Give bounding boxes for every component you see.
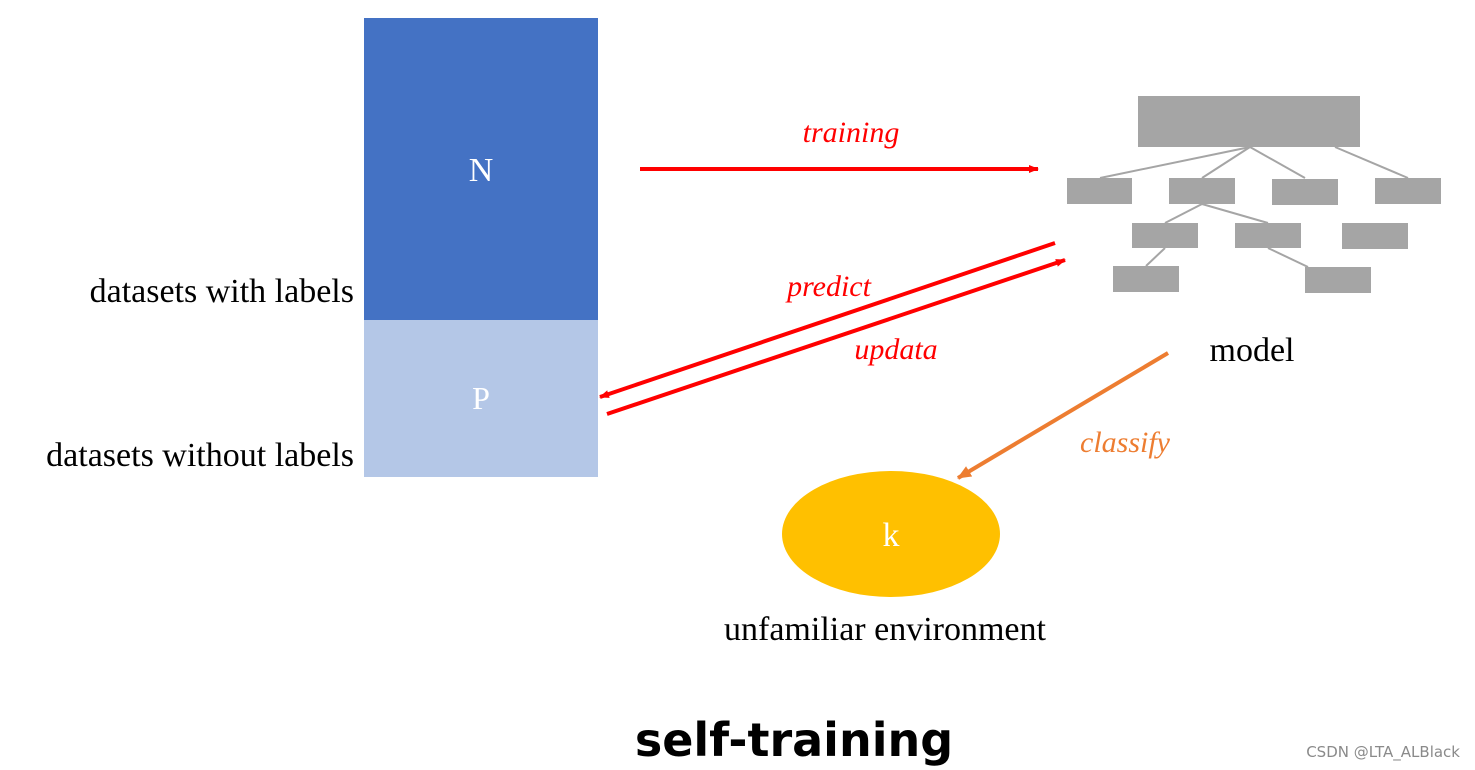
model-node <box>1235 223 1301 248</box>
model-node <box>1305 267 1371 293</box>
classify-arrow <box>956 351 1170 480</box>
diagram-title: self-training <box>635 713 953 767</box>
unlabeled-dataset-block <box>364 320 598 477</box>
model-node <box>1169 178 1235 204</box>
watermark: CSDN @LTA_ALBlack <box>1306 743 1460 762</box>
model-root-node <box>1138 96 1360 147</box>
predict-label: predict <box>785 270 872 303</box>
model-tree-nodes <box>1067 96 1441 293</box>
model-node <box>1113 266 1179 292</box>
model-node <box>1342 223 1408 249</box>
model-node <box>1067 178 1132 204</box>
labeled-dataset-caption: datasets with labels <box>90 273 354 310</box>
model-node <box>1272 179 1338 205</box>
updata-label: updata <box>854 333 937 366</box>
updata-arrow <box>606 258 1066 416</box>
unlabeled-dataset-caption: datasets without labels <box>46 437 354 474</box>
environment-block-label: k <box>883 517 900 554</box>
model-node <box>1375 178 1441 204</box>
classify-label: classify <box>1080 426 1171 459</box>
unlabeled-block-label: P <box>472 380 490 416</box>
model-tree-icon <box>1067 96 1441 293</box>
labeled-block-label: N <box>469 152 494 189</box>
predict-arrow <box>599 241 1056 399</box>
model-caption: model <box>1210 332 1295 369</box>
environment-ellipse <box>782 471 1000 597</box>
training-label: training <box>803 116 900 149</box>
environment-caption: unfamiliar environment <box>724 611 1047 648</box>
labeled-dataset-block <box>364 18 598 320</box>
model-node <box>1132 223 1198 248</box>
model-tree-connectors <box>1099 146 1409 268</box>
